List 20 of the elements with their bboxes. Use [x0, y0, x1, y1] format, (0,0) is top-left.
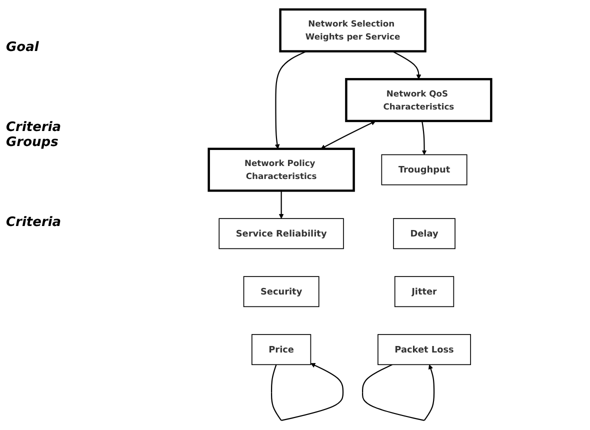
arrow: [278, 190, 284, 219]
arrow: [392, 50, 422, 80]
arrow: [421, 120, 427, 155]
arrow: [320, 120, 376, 150]
level-label: Criteria: [6, 215, 62, 230]
level-label: Goal: [6, 40, 39, 55]
node-box: Troughput: [381, 154, 468, 186]
level-label: Criteria Groups: [6, 120, 62, 150]
node-box: Network Selection Weights per Service: [279, 8, 426, 52]
arrow: [274, 50, 307, 150]
arrow: [270, 363, 344, 422]
node-box: Security: [243, 276, 320, 308]
node-box: Network QoS Characteristics: [345, 78, 492, 122]
node-box: Jitter: [394, 276, 454, 308]
node-box: Service Reliability: [218, 218, 344, 250]
node-box: Price: [252, 334, 312, 366]
arrow: [362, 364, 435, 422]
node-box: Delay: [393, 218, 456, 250]
node-box: Packet Loss: [378, 334, 471, 366]
node-box: Network Policy Characteristics: [208, 148, 355, 192]
